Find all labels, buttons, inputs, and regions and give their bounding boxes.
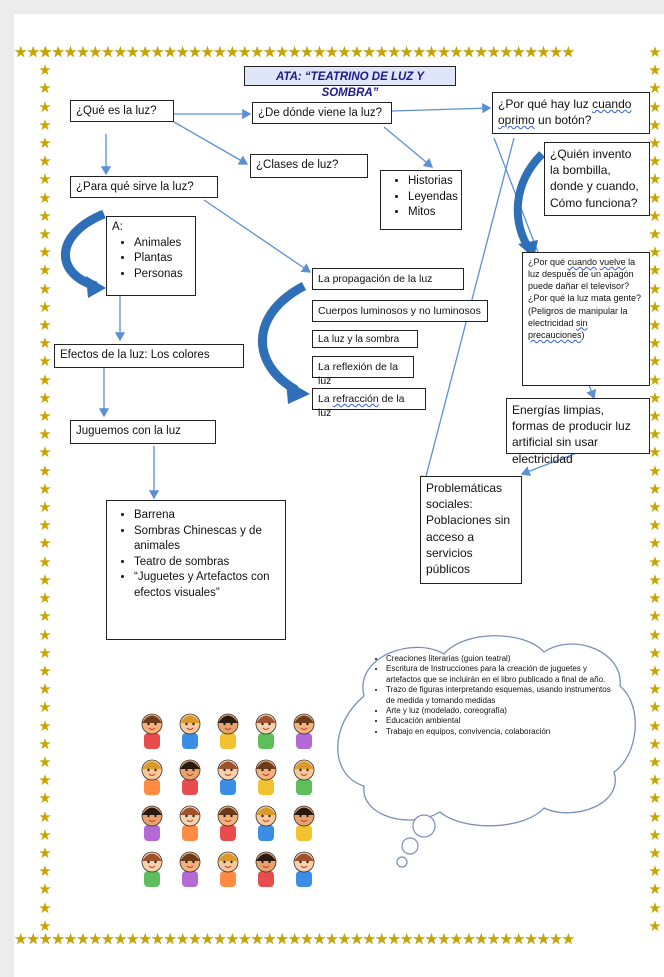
cloud-item: Escritura de Instrucciones para la creac… [386,664,612,685]
text-danger-l3: ¿Por qué la luz mata gente? [528,293,642,304]
child-figure [217,713,239,749]
child-figure [141,759,163,795]
child-figure [179,805,201,841]
box-refraccion: La refracción de la luz [312,388,426,419]
arrow-que-to-clases [173,121,249,165]
box-por-que-hay-luz: ¿Por qué hay luz cuando oprimo un botón? [492,92,650,134]
toys-item: Teatro de sombras [134,555,280,571]
toys-item: Sombras Chinescas y de animales [134,524,280,555]
box-efectos: Efectos de la luz: Los colores [54,344,244,368]
stories-item: Leyendas [408,190,458,206]
child-figure [141,713,163,749]
text-refraccion-word: refracción [332,393,379,405]
box-cuerpos-luminosos: Cuerpos luminosos y no luminosos [312,300,488,322]
box-que-es-la-luz: ¿Qué es la luz? [70,100,174,122]
box-peligros: ¿Por qué cuando vuelve la luz después de… [522,252,650,386]
text-oprimo: oprimo [498,113,535,128]
text-danger-l4: (Peligros de manipular la electricidad [528,305,628,328]
a-list-item: Personas [134,267,190,283]
cloud-item: Trabajo en equipos, convivencia, colabor… [386,727,612,737]
child-figure [293,759,315,795]
a-list-item: Plantas [134,251,190,267]
text-por-que-pre: ¿Por qué hay luz [498,97,593,111]
child-figure [179,759,201,795]
star-border-top: ★★★★★★★★★★★★★★★★★★★★★★★★★★★★★★★★★★★★★★★★… [14,44,575,61]
text-danger-cuando: cuando [567,257,598,267]
box-de-donde-viene: ¿De dónde viene la luz? [252,102,392,124]
curved-arrow-quien [513,151,545,253]
arrow-energias-to-problematicas [520,450,583,477]
curved-arrow-propagacion [257,282,307,394]
star-border-right: ★★★★★★★★★★★★★★★★★★★★★★★★★★★★★★★★★★★★★★★★… [648,44,662,934]
child-figure [179,851,201,887]
box-problematicas: Problemáticas sociales: Poblaciones sin … [420,476,522,584]
stories-item: Mitos [408,205,456,221]
arrow-donde-to-porque [391,103,492,114]
children-illustration [141,713,315,887]
text-refraccion-post: de la luz [318,393,405,420]
child-figure [217,805,239,841]
box-quien-invento: ¿Quién invento la bombilla, donde y cuan… [544,142,650,216]
box-para-que-sirve: ¿Para qué sirve la luz? [70,176,218,198]
child-figure [255,759,277,795]
star-border-bottom: ★★★★★★★★★★★★★★★★★★★★★★★★★★★★★★★★★★★★★★★★… [14,931,575,948]
box-reflexion: La reflexión de la luz [312,356,414,387]
text-danger-vuelve: vuelve [599,257,626,267]
box-juguemos: Juguemos con la luz [70,420,216,444]
cloud-item: Arte y luz (modelado, coreografía) [386,706,612,716]
child-figure [293,851,315,887]
box-clases-de-luz: ¿Clases de luz? [250,154,368,178]
child-figure [255,851,277,887]
toys-list: Barrena Sombras Chinescas y de animales … [112,504,280,601]
box-toys: Barrena Sombras Chinescas y de animales … [106,500,286,640]
text-refraccion-pre: La [318,393,333,405]
child-figure [217,851,239,887]
text-por-que-post: un botón? [534,113,592,128]
child-figure [255,805,277,841]
box-propagacion: La propagación de la luz [312,268,464,290]
star-border-left: ★★★★★★★★★★★★★★★★★★★★★★★★★★★★★★★★★★★★★★★★… [38,44,52,934]
toys-item: Barrena [134,508,280,524]
box-energias-limpias: Energías limpias, formas de producir luz… [506,398,650,466]
child-figure [141,805,163,841]
text-danger-sin: sin [576,317,588,328]
a-list-item: Animales [134,236,190,252]
toys-item: “Juguetes y Artefactos con efectos visua… [134,570,280,601]
cloud-item: Trazo de figuras interpretando esquemas,… [386,685,612,706]
text-cuando: cuando [592,97,632,111]
a-heading: A: [112,221,123,233]
arrow-donde-to-stories [383,126,433,168]
text-danger-l2: la luz después de un apagón puede dañar … [528,257,636,292]
text-danger-prec: precauciones [528,329,582,340]
box-luz-y-sombra: La luz y la sombra [312,330,418,348]
text-danger-end: ) [581,329,585,340]
child-figure [293,713,315,749]
child-figure [141,851,163,887]
page-title: ATA: “TEATRINO DE LUZ Y SOMBRA” [244,66,456,99]
box-a-list: A: Animales Plantas Personas [106,216,196,296]
curved-arrow-a [61,209,106,291]
thought-cloud [337,635,636,868]
child-figure [217,759,239,795]
a-list: Animales Plantas Personas [112,236,190,283]
child-figure [255,713,277,749]
cloud-list: Creaciones literarias (guion teatral) Es… [372,654,612,737]
stories-item: Historias [408,174,456,190]
child-figure [179,713,201,749]
cloud-item: Educación ambiental [386,716,612,726]
child-figure [293,805,315,841]
stories-list: Historias Leyendas Mitos [386,174,458,221]
text-danger-l1: ¿Por qué [528,257,568,267]
cloud-content: Creaciones literarias (guion teatral) Es… [372,654,612,804]
box-stories: Historias Leyendas Mitos [380,170,462,230]
page: ★★★★★★★★★★★★★★★★★★★★★★★★★★★★★★★★★★★★★★★★… [14,14,664,977]
arrow-para-to-propagacion [203,199,312,273]
cloud-item: Creaciones literarias (guion teatral) [386,654,612,664]
